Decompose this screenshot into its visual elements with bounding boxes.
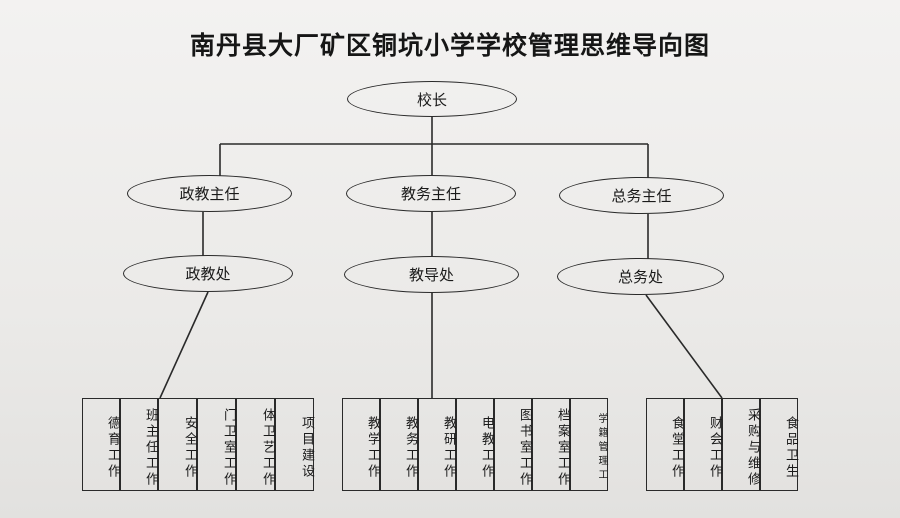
- task-box: 财会工作: [684, 398, 722, 491]
- node-director-general: 总务主任: [559, 177, 724, 214]
- task-box: 教学工作: [342, 398, 380, 491]
- task-box: 德育工作: [82, 398, 120, 491]
- task-box: 档案室工作: [532, 398, 570, 491]
- node-office-political: 政教处: [123, 255, 293, 292]
- diagram-title: 南丹县大厂矿区铜坑小学学校管理思维导向图: [189, 31, 710, 60]
- task-box: 安全工作: [158, 398, 197, 491]
- connector-general-tasks: [645, 294, 723, 399]
- task-box: 食品卫生: [760, 398, 798, 491]
- node-principal: 校长: [347, 81, 517, 117]
- connector-political-tasks: [159, 291, 209, 399]
- node-director-political: 政教主任: [127, 175, 292, 212]
- node-office-academic: 教导处: [344, 256, 519, 293]
- node-office-general: 总务处: [557, 258, 724, 295]
- node-director-academic: 教务主任: [346, 175, 516, 212]
- task-box: 班主任工作: [120, 398, 158, 491]
- task-box: 项目建设: [275, 398, 314, 491]
- task-box: 教务工作: [380, 398, 418, 491]
- task-box: 体卫艺工作: [236, 398, 275, 491]
- task-box: 食堂工作: [646, 398, 684, 491]
- task-box: 门卫室工作: [197, 398, 236, 491]
- task-box: 电教工作: [456, 398, 494, 491]
- task-box: 教研工作: [418, 398, 456, 491]
- task-box: 图书室工作: [494, 398, 532, 491]
- task-box: 采购与维修: [722, 398, 760, 491]
- task-box: 学籍管理工: [570, 398, 608, 491]
